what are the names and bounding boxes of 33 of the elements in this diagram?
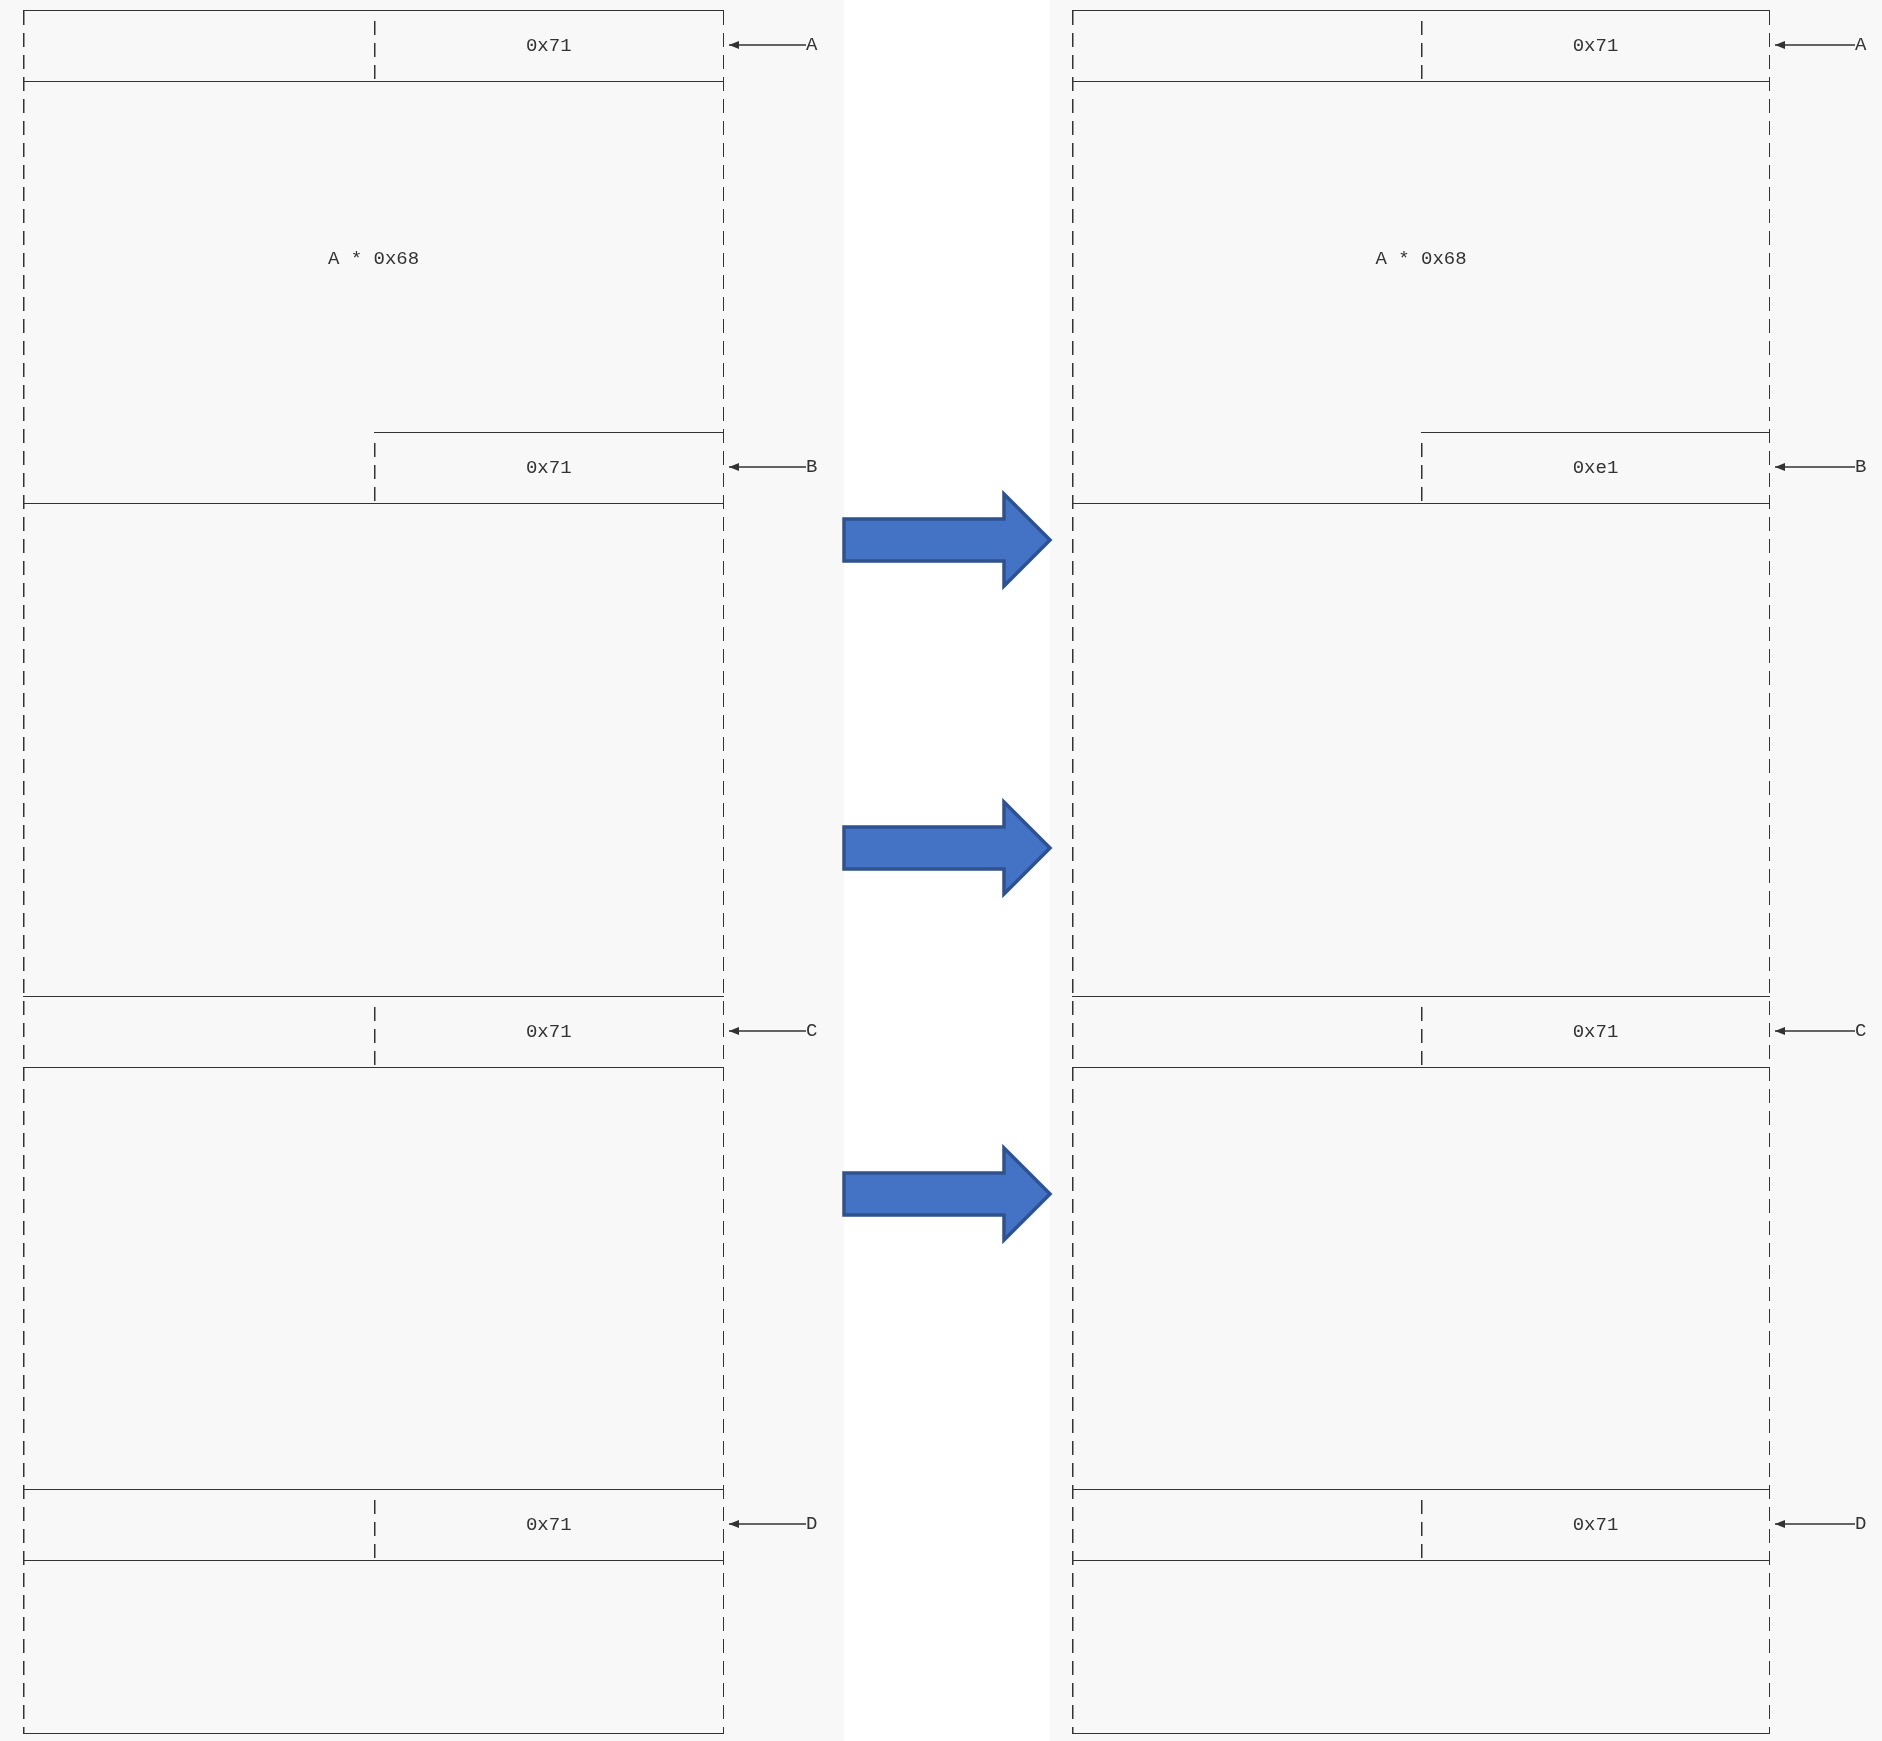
hex-value: 0x71 bbox=[525, 1020, 572, 1044]
chunk-size-text: A * 0x68 bbox=[1374, 247, 1468, 271]
pointer-label: D bbox=[806, 1512, 818, 1536]
chunk-size-text: A * 0x68 bbox=[326, 247, 421, 271]
size-field bbox=[1421, 432, 1770, 503]
hex-value: 0x71 bbox=[1572, 1513, 1619, 1537]
pointer-label: B bbox=[1855, 455, 1867, 479]
arrow bbox=[1774, 1027, 1856, 1035]
arrow bbox=[728, 41, 807, 49]
hex-value: 0x71 bbox=[525, 34, 572, 58]
pointer-label: D bbox=[1855, 1512, 1867, 1536]
arrow bbox=[728, 1027, 807, 1035]
block-arrow bbox=[842, 1143, 1053, 1245]
pointer-label: C bbox=[806, 1019, 818, 1043]
arrow bbox=[1774, 1520, 1856, 1528]
block-arrow bbox=[842, 797, 1053, 899]
pointer-label: B bbox=[806, 455, 818, 479]
hex-value: 0x71 bbox=[1572, 1020, 1619, 1044]
pointer-label: C bbox=[1855, 1019, 1867, 1043]
memory-panel bbox=[0, 0, 844, 1741]
hex-value: 0x71 bbox=[525, 1513, 572, 1537]
arrow bbox=[728, 463, 807, 471]
arrow bbox=[1774, 463, 1856, 471]
hex-value: 0x71 bbox=[1572, 34, 1619, 58]
arrow bbox=[728, 1520, 807, 1528]
block-arrow bbox=[842, 489, 1053, 591]
pointer-label: A bbox=[806, 33, 818, 57]
memory-panel bbox=[1050, 0, 1882, 1741]
hex-value: 0xe1 bbox=[1572, 456, 1619, 480]
hex-value: 0x71 bbox=[525, 456, 572, 480]
size-field bbox=[373, 432, 724, 503]
arrow bbox=[1774, 41, 1856, 49]
pointer-label: A bbox=[1855, 33, 1867, 57]
